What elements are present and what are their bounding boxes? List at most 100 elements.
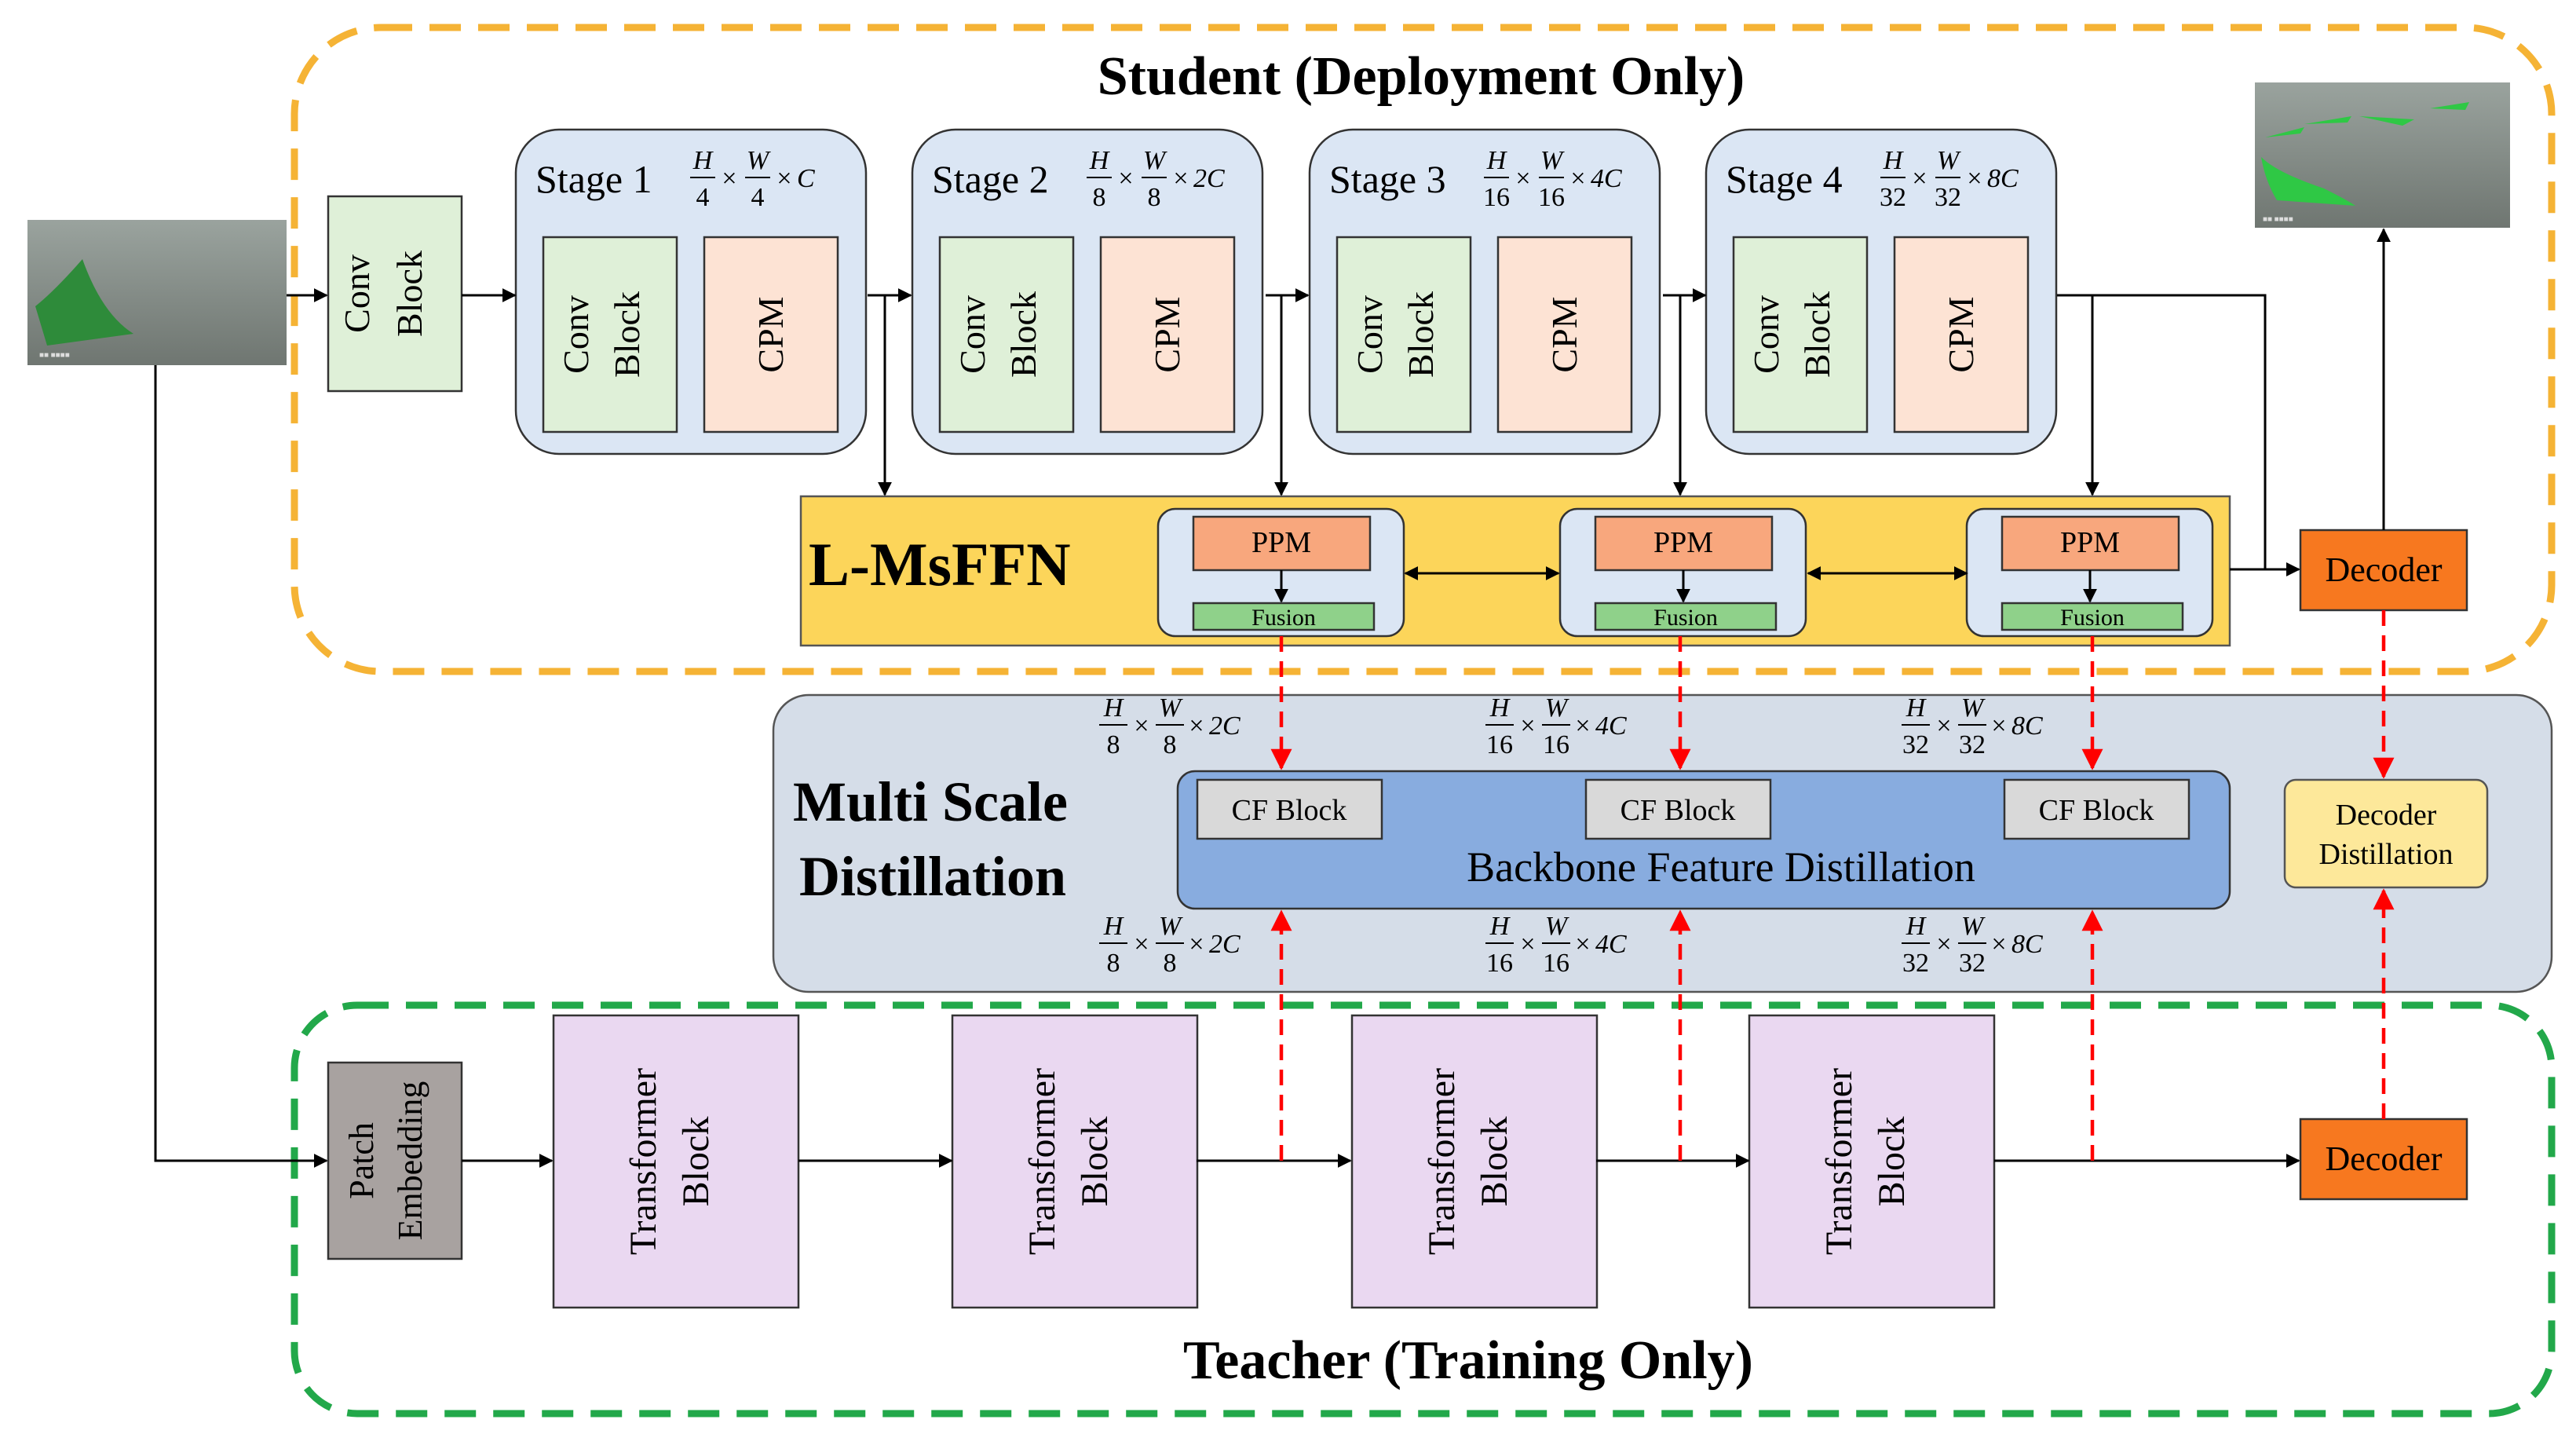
svg-text:Transformer: Transformer <box>623 1068 664 1255</box>
svg-text:Conv: Conv <box>556 295 596 374</box>
svg-text:2C: 2C <box>1209 712 1240 741</box>
svg-text:×: × <box>1991 712 2006 741</box>
svg-text:8C: 8C <box>2011 930 2043 959</box>
svg-text:CPM: CPM <box>1147 296 1187 372</box>
svg-text:Transformer: Transformer <box>1021 1068 1063 1255</box>
svg-text:4C: 4C <box>1591 164 1622 193</box>
scale-label: H16×W16×4C <box>1485 912 1627 978</box>
svg-text:Conv: Conv <box>337 254 377 333</box>
svg-text:W: W <box>1545 912 1569 941</box>
svg-text:8: 8 <box>1148 183 1161 212</box>
svg-text:H: H <box>1103 693 1125 722</box>
svg-text:16: 16 <box>1483 183 1510 212</box>
fusion-label: Fusion <box>2060 605 2125 631</box>
student-decoder: Decoder <box>2299 529 2468 612</box>
svg-text:×: × <box>1570 164 1585 193</box>
svg-text:×: × <box>1118 164 1133 193</box>
svg-text:H: H <box>692 146 714 175</box>
stage-dims: H8×W8×2C <box>1087 146 1225 212</box>
input-image: ■■ ■■■■ <box>27 220 287 365</box>
svg-text:W: W <box>1159 693 1183 722</box>
cf-block-2: CF Block <box>1584 778 1772 840</box>
svg-text:16: 16 <box>1486 730 1513 759</box>
svg-text:Block: Block <box>1074 1117 1116 1207</box>
ppm-label: PPM <box>1251 526 1311 559</box>
svg-text:×: × <box>1912 164 1927 193</box>
stage-cpm: CPM <box>1893 236 2030 434</box>
student-conv-block: Conv Block <box>327 195 463 393</box>
svg-text:2C: 2C <box>1193 164 1225 193</box>
svg-text:Decoder: Decoder <box>2325 551 2442 589</box>
svg-text:Block: Block <box>389 251 429 337</box>
svg-text:W: W <box>747 146 771 175</box>
lmsffn-title: L-MsFFN <box>809 530 1071 598</box>
svg-text:×: × <box>1575 712 1590 741</box>
svg-text:C: C <box>797 164 815 193</box>
student-container <box>290 24 2556 675</box>
svg-text:Decoder: Decoder <box>2336 799 2437 832</box>
svg-text:■■ ■■■■: ■■ ■■■■ <box>39 351 70 360</box>
svg-text:CPM: CPM <box>751 296 791 372</box>
svg-text:×: × <box>1173 164 1188 193</box>
fusion-label: Fusion <box>1653 605 1718 631</box>
svg-text:W: W <box>1159 912 1183 941</box>
svg-text:8: 8 <box>1107 949 1120 978</box>
svg-text:H: H <box>1883 146 1905 175</box>
decoder-distillation: Decoder Distillation <box>2283 778 2489 889</box>
svg-text:×: × <box>1520 930 1535 959</box>
svg-text:×: × <box>1520 712 1535 741</box>
svg-text:32: 32 <box>1959 949 1986 978</box>
svg-text:CPM: CPM <box>1544 296 1584 372</box>
ppm-fusion-1: PPM Fusion <box>1156 507 1405 638</box>
svg-text:×: × <box>722 164 736 193</box>
stage-dims: H32×W32×8C <box>1880 146 2019 212</box>
scale-label: H32×W32×8C <box>1902 912 2043 978</box>
stage-cpm: CPM <box>1099 236 1236 434</box>
teacher-decoder: Decoder <box>2299 1118 2468 1201</box>
svg-text:Block: Block <box>1003 291 1043 378</box>
stage-name: Stage 4 <box>1726 157 1843 201</box>
stage-cpm: CPM <box>703 236 839 434</box>
svg-text:×: × <box>1936 712 1951 741</box>
scale-label: H8×W8×2C <box>1099 912 1240 978</box>
stage-dims: H16×W16×4C <box>1483 146 1622 212</box>
svg-text:32: 32 <box>1880 183 1906 212</box>
svg-text:×: × <box>1189 712 1204 741</box>
patch-embedding: Patch Embedding <box>327 1061 463 1260</box>
svg-text:W: W <box>1545 693 1569 722</box>
scale-label: H8×W8×2C <box>1099 693 1240 759</box>
svg-text:8C: 8C <box>1987 164 2019 193</box>
svg-text:H: H <box>1906 912 1927 941</box>
svg-text:32: 32 <box>1959 730 1986 759</box>
svg-text:W: W <box>1961 693 1986 722</box>
svg-text:Conv: Conv <box>1350 295 1390 374</box>
svg-text:4C: 4C <box>1595 930 1627 959</box>
svg-text:W: W <box>1937 146 1961 175</box>
svg-text:×: × <box>1515 164 1530 193</box>
stage-conv-block: Conv Block <box>938 236 1075 434</box>
teacher-container <box>290 1001 2556 1418</box>
svg-text:8C: 8C <box>2011 712 2043 741</box>
svg-text:Conv: Conv <box>952 295 992 374</box>
svg-text:4: 4 <box>696 183 710 212</box>
svg-text:×: × <box>1575 930 1590 959</box>
stage-dims: H4×W4×C <box>690 146 815 212</box>
scale-label: H32×W32×8C <box>1902 693 2043 759</box>
ppm-label: PPM <box>1653 526 1713 559</box>
svg-text:4C: 4C <box>1595 712 1627 741</box>
svg-text:16: 16 <box>1486 949 1513 978</box>
svg-text:CF Block: CF Block <box>1232 794 1347 827</box>
svg-text:Transformer: Transformer <box>1818 1068 1860 1255</box>
svg-text:H: H <box>1489 693 1511 722</box>
svg-text:×: × <box>776 164 791 193</box>
fusion-label: Fusion <box>1251 605 1316 631</box>
svg-text:Transformer: Transformer <box>1421 1068 1463 1255</box>
svg-text:×: × <box>1967 164 1982 193</box>
student-title: Student (Deployment Only) <box>1098 46 1745 107</box>
svg-text:CPM: CPM <box>1941 296 1981 372</box>
